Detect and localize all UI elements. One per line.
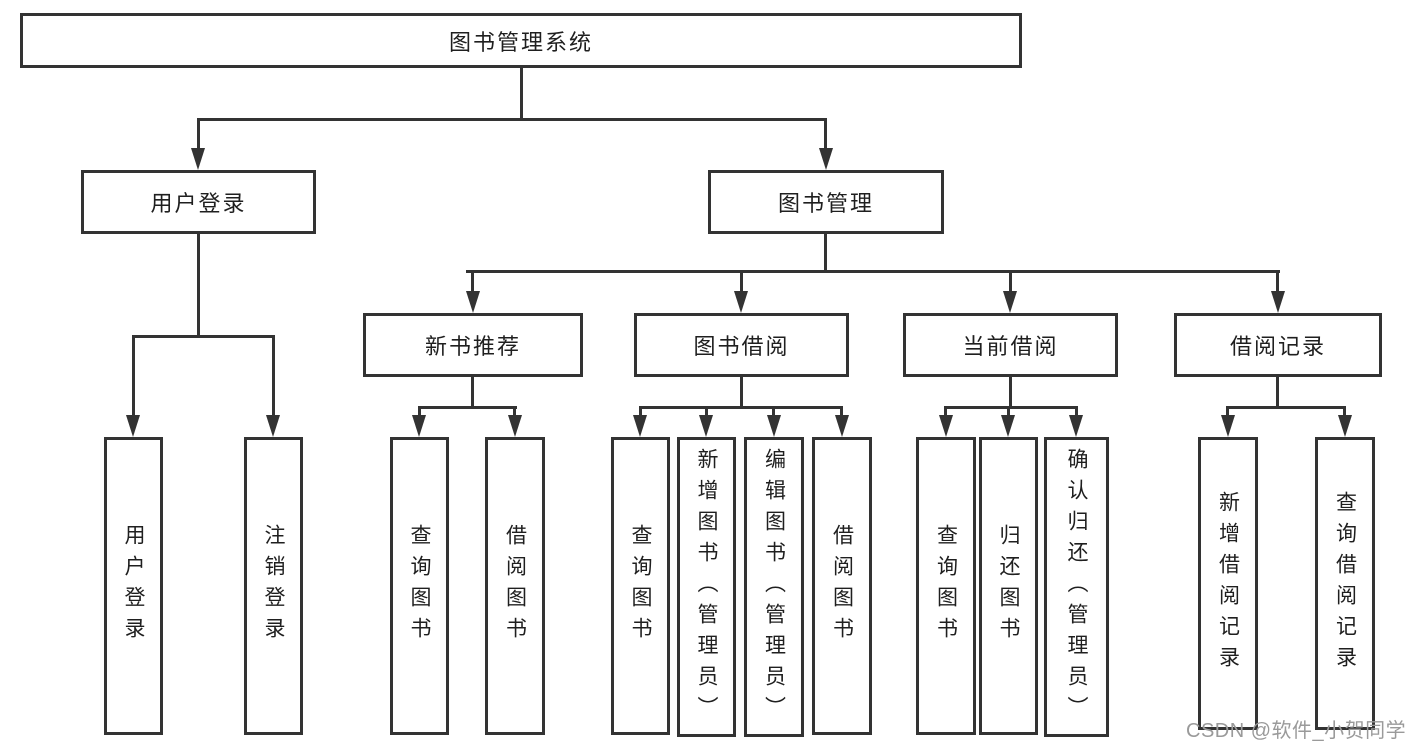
connector-line xyxy=(418,406,421,416)
connector-line xyxy=(1343,406,1346,416)
arrow-down-icon xyxy=(412,415,426,437)
connector-line xyxy=(1226,406,1346,409)
arrow-down-icon xyxy=(939,415,953,437)
connector-line xyxy=(197,234,200,338)
connector-line xyxy=(1009,270,1012,292)
connector-line xyxy=(132,335,135,416)
leaf-query-books-current: 查询图书 xyxy=(916,437,976,735)
node-label: 编辑图书（管理员） xyxy=(762,447,786,727)
connector-line xyxy=(513,406,516,416)
node-label: 查询图书 xyxy=(629,524,652,648)
node-book-borrowing: 图书借阅 xyxy=(634,313,849,377)
leaf-logout: 注销登录 xyxy=(244,437,303,735)
leaf-confirm-return-admin: 确认归还（管理员） xyxy=(1044,437,1109,737)
node-user-login: 用户登录 xyxy=(81,170,316,234)
arrow-down-icon xyxy=(734,291,748,313)
node-label: 借阅图书 xyxy=(503,524,527,648)
node-label: 借阅图书 xyxy=(830,524,854,648)
node-label: 确认归还（管理员） xyxy=(1065,447,1088,727)
leaf-add-borrow-record: 新增借阅记录 xyxy=(1198,437,1258,730)
leaf-add-book-admin: 新增图书（管理员） xyxy=(677,437,736,737)
leaf-borrow-books-recommend: 借阅图书 xyxy=(485,437,545,735)
connector-line xyxy=(705,406,708,416)
arrow-down-icon xyxy=(1221,415,1235,437)
arrow-down-icon xyxy=(266,415,280,437)
node-label: 用户登录 xyxy=(122,524,145,648)
connector-line xyxy=(272,335,275,416)
connector-line xyxy=(132,335,275,338)
node-label: 当前借阅 xyxy=(962,334,1059,359)
connector-line xyxy=(1075,406,1078,416)
leaf-user-login: 用户登录 xyxy=(104,437,163,735)
arrow-down-icon xyxy=(819,148,833,170)
node-label: 查询图书 xyxy=(934,524,958,648)
connector-line xyxy=(466,270,1280,273)
node-book-management: 图书管理 xyxy=(708,170,944,234)
connector-line xyxy=(639,406,642,416)
arrow-down-icon xyxy=(466,291,480,313)
arrow-down-icon xyxy=(835,415,849,437)
arrow-down-icon xyxy=(1003,291,1017,313)
connector-line xyxy=(418,406,517,409)
connector-line xyxy=(520,68,523,121)
leaf-borrow-books-borrowing: 借阅图书 xyxy=(812,437,872,735)
connector-line xyxy=(197,118,827,121)
node-label: 归还图书 xyxy=(997,524,1020,648)
leaf-query-books-borrowing: 查询图书 xyxy=(611,437,670,735)
node-new-book-recommendation: 新书推荐 xyxy=(363,313,583,377)
arrow-down-icon xyxy=(126,415,140,437)
connector-line xyxy=(197,118,200,152)
node-library-management-system: 图书管理系统 xyxy=(20,13,1022,68)
arrow-down-icon xyxy=(633,415,647,437)
arrow-down-icon xyxy=(1001,415,1015,437)
arrow-down-icon xyxy=(767,415,781,437)
connector-line xyxy=(1009,377,1012,409)
connector-line xyxy=(944,406,947,416)
arrow-down-icon xyxy=(508,415,522,437)
arrow-down-icon xyxy=(699,415,713,437)
node-current-borrowing: 当前借阅 xyxy=(903,313,1118,377)
leaf-query-books-recommend: 查询图书 xyxy=(390,437,449,735)
node-label: 图书借阅 xyxy=(693,334,790,359)
connector-line xyxy=(471,270,474,292)
arrow-down-icon xyxy=(191,148,205,170)
connector-line xyxy=(840,406,843,416)
connector-line xyxy=(1276,377,1279,409)
node-label: 图书管理 xyxy=(777,191,874,216)
arrow-down-icon xyxy=(1338,415,1352,437)
arrow-down-icon xyxy=(1069,415,1083,437)
node-label: 查询借阅记录 xyxy=(1333,490,1357,677)
connector-line xyxy=(1276,270,1279,292)
watermark: CSDN @软件_小贺同学 xyxy=(1186,720,1405,742)
node-label: 借阅记录 xyxy=(1229,334,1326,359)
connector-line xyxy=(944,406,1078,409)
node-label: 新增借阅记录 xyxy=(1216,490,1240,677)
connector-line xyxy=(824,118,827,152)
connector-line xyxy=(824,234,827,273)
connector-line xyxy=(1007,406,1010,416)
node-borrowing-records: 借阅记录 xyxy=(1174,313,1382,377)
node-label: 新书推荐 xyxy=(424,334,521,359)
leaf-edit-book-admin: 编辑图书（管理员） xyxy=(744,437,804,737)
connector-line xyxy=(740,270,743,292)
node-label: 注销登录 xyxy=(262,524,285,648)
node-label: 新增图书（管理员） xyxy=(695,447,718,727)
arrow-down-icon xyxy=(1271,291,1285,313)
node-label: 查询图书 xyxy=(408,524,431,648)
node-label: 图书管理系统 xyxy=(448,29,593,55)
leaf-query-borrow-record: 查询借阅记录 xyxy=(1315,437,1375,730)
connector-line xyxy=(471,377,474,409)
node-label: 用户登录 xyxy=(150,191,247,216)
connector-line xyxy=(639,406,843,409)
connector-line xyxy=(740,377,743,409)
connector-line xyxy=(1226,406,1229,416)
leaf-return-books: 归还图书 xyxy=(979,437,1038,735)
connector-line xyxy=(772,406,775,416)
